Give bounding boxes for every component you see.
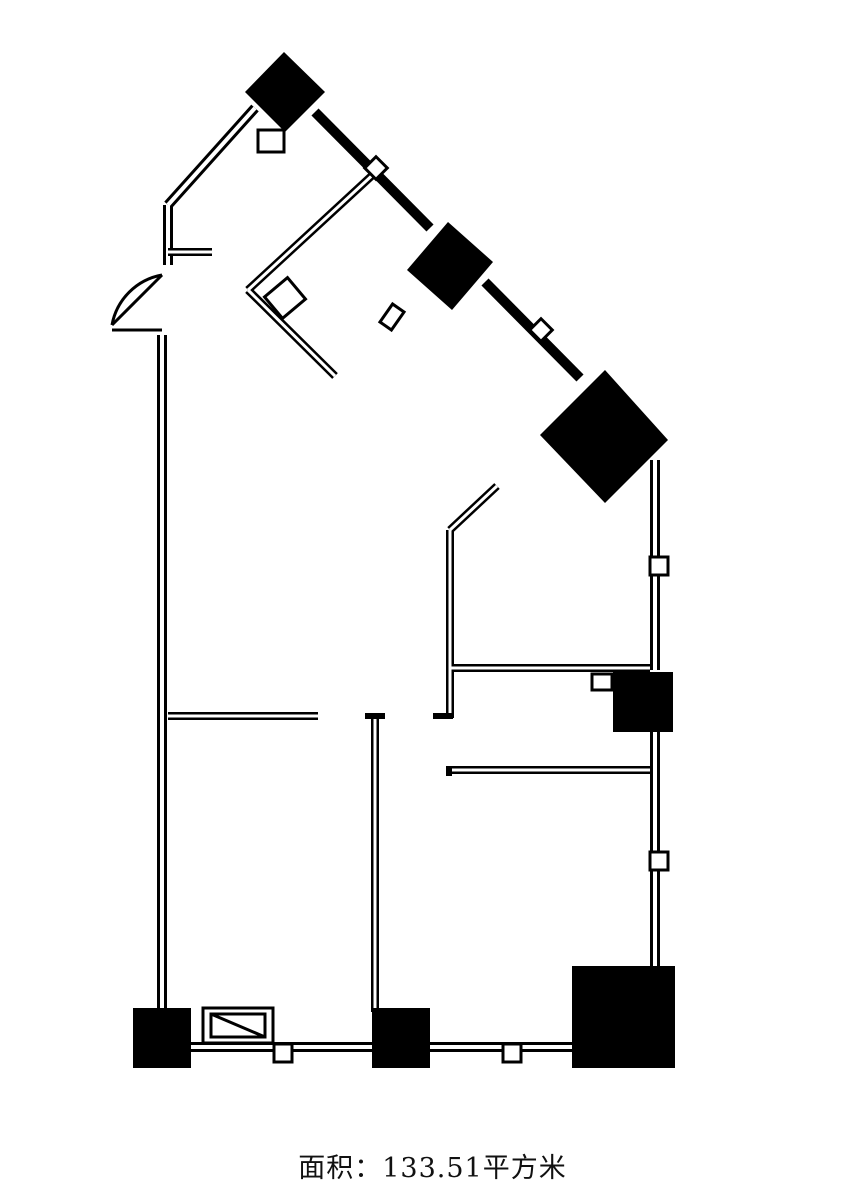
- column-top: [245, 52, 325, 132]
- interior-walls-inner: [168, 168, 650, 1012]
- shaft-diagonal: [262, 275, 308, 321]
- fixture-bottom-2: [501, 1042, 523, 1064]
- fixture-right-1: [648, 555, 670, 577]
- fixture-diag-1: [362, 154, 390, 182]
- column-bottom-mid: [372, 1008, 430, 1068]
- stair-box: [201, 1006, 275, 1045]
- shaft-top: [256, 128, 286, 154]
- area-caption: 面积：133.51平方米: [298, 1153, 567, 1184]
- floor-plan: [110, 52, 675, 1068]
- wall-stubs: [365, 713, 453, 776]
- columns: [133, 52, 675, 1068]
- entrance-door: [110, 273, 164, 332]
- column-mid-diagonal: [407, 222, 493, 310]
- fixture-diag-3: [377, 301, 407, 333]
- fixture-bottom-1: [272, 1042, 294, 1064]
- column-upper-right: [540, 370, 668, 503]
- column-bottom-left: [133, 1008, 191, 1068]
- fixture-diag-2: [527, 316, 555, 344]
- column-right-mid: [613, 672, 673, 732]
- exterior-walls-inner: [160, 106, 657, 1049]
- column-bottom-right: [572, 966, 675, 1068]
- fixtures: [256, 128, 670, 1064]
- exterior-walls: [157, 104, 660, 1052]
- interior-walls: [168, 167, 650, 1012]
- shaft-right: [590, 672, 614, 692]
- fixture-right-2: [648, 850, 670, 872]
